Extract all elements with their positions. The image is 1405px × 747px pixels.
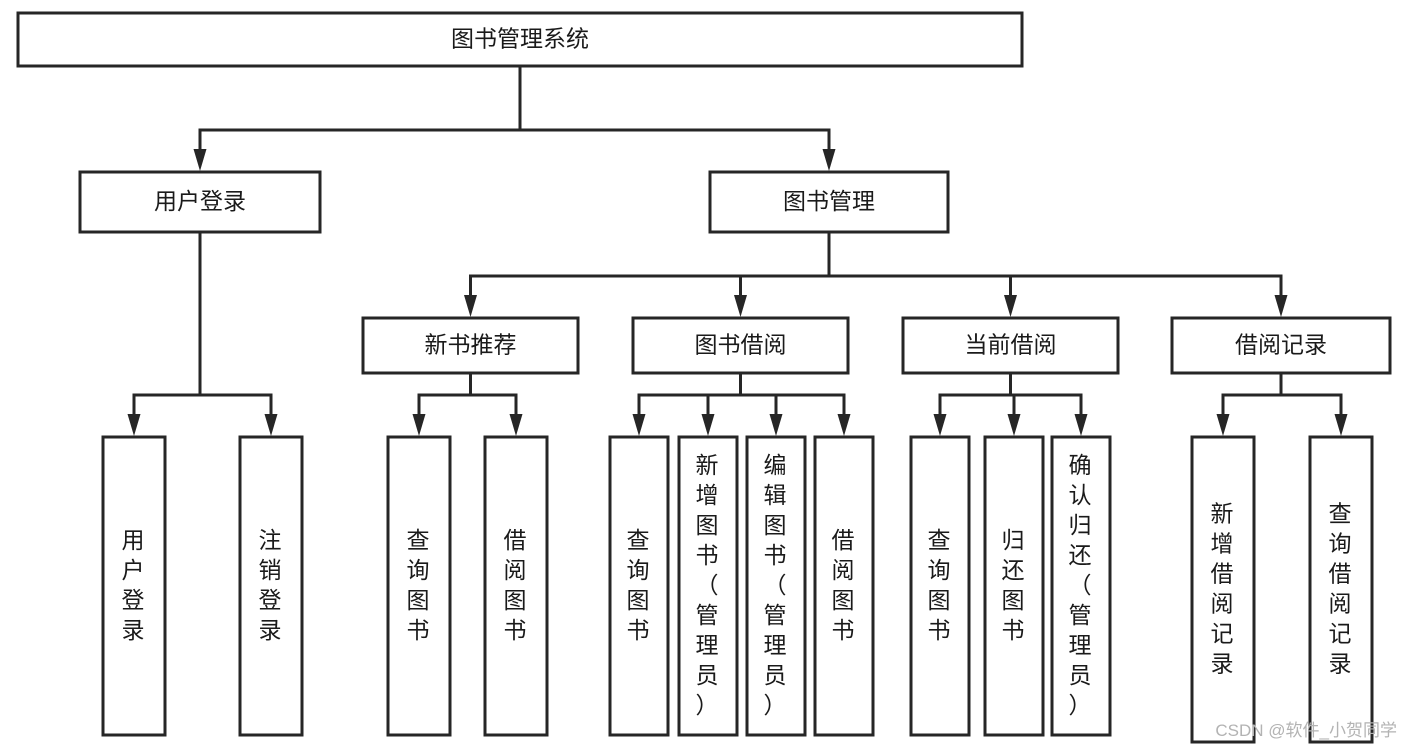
node-leaf-query-book-recommend[interactable]: 查询图书 <box>386 435 452 737</box>
arrow-head-icon <box>412 414 426 436</box>
node-leaf-return-book[interactable]: 归还图书 <box>983 435 1045 737</box>
node-label-book-manage: 图书管理 <box>783 188 875 214</box>
node-box-leaf-return-book <box>983 435 1045 737</box>
node-box-leaf-logout <box>238 435 304 737</box>
arrow-head-icon <box>193 149 207 171</box>
node-layer: 图书管理系统用户登录图书管理新书推荐图书借阅当前借阅借阅记录用户登录注销登录查询… <box>16 11 1392 744</box>
arrow-head-icon <box>1074 414 1088 436</box>
node-current-borrow[interactable]: 当前借阅 <box>901 316 1120 375</box>
node-root[interactable]: 图书管理系统 <box>16 11 1024 68</box>
node-book-manage[interactable]: 图书管理 <box>708 170 950 234</box>
node-book-borrow[interactable]: 图书借阅 <box>631 316 850 375</box>
node-box-user-login <box>78 170 322 234</box>
arrow-head-icon <box>464 295 477 317</box>
node-label-user-login: 用户登录 <box>154 188 246 214</box>
arrow-head-icon <box>734 295 747 317</box>
arrow-head-icon <box>701 414 715 436</box>
node-label-leaf-borrow-book: 借阅图书 <box>832 527 857 643</box>
node-label-leaf-confirm-return: 确认归还（管理员） <box>1069 452 1094 718</box>
connector-group-root <box>193 64 836 171</box>
node-label-leaf-user-login: 用户登录 <box>122 527 147 643</box>
arrow-head-icon <box>837 414 851 436</box>
arrow-head-icon <box>822 149 836 171</box>
node-label-borrow-record: 借阅记录 <box>1235 332 1327 358</box>
node-box-leaf-confirm-return <box>1050 435 1112 737</box>
connector-group-borrow-record <box>1216 371 1348 436</box>
node-leaf-query-borrow-record[interactable]: 查询借阅记录 <box>1308 435 1374 744</box>
node-label-leaf-borrow-book-recommend: 借阅图书 <box>504 527 529 643</box>
node-box-leaf-borrow-book-recommend <box>483 435 549 737</box>
node-label-leaf-query-borrow-record: 查询借阅记录 <box>1329 501 1354 677</box>
arrow-head-icon <box>1007 414 1021 436</box>
arrow-head-icon <box>933 414 947 436</box>
node-box-leaf-edit-book <box>745 435 807 737</box>
node-label-current-borrow: 当前借阅 <box>965 332 1057 358</box>
node-label-new-book-recommend: 新书推荐 <box>425 332 517 358</box>
node-label-leaf-add-borrow-record: 新增借阅记录 <box>1211 501 1236 677</box>
node-label-leaf-query-book-current: 查询图书 <box>928 527 953 643</box>
arrow-head-icon <box>1334 414 1348 436</box>
node-box-leaf-user-login <box>101 435 167 737</box>
node-leaf-logout[interactable]: 注销登录 <box>238 435 304 737</box>
node-new-book-recommend[interactable]: 新书推荐 <box>361 316 580 375</box>
node-label-leaf-query-book-recommend: 查询图书 <box>407 527 432 643</box>
arrow-head-icon <box>509 414 523 436</box>
node-label-leaf-query-book-borrow: 查询图书 <box>627 527 652 643</box>
node-label-leaf-return-book: 归还图书 <box>1002 527 1027 643</box>
node-box-leaf-query-borrow-record <box>1308 435 1374 744</box>
node-leaf-query-book-current[interactable]: 查询图书 <box>909 435 971 737</box>
connector-layer <box>127 64 1348 436</box>
node-leaf-confirm-return[interactable]: 确认归还（管理员） <box>1050 435 1112 737</box>
arrow-head-icon <box>1004 295 1017 317</box>
connector-group-current-borrow <box>933 371 1088 436</box>
node-label-leaf-edit-book: 编辑图书（管理员） <box>764 452 789 718</box>
node-box-current-borrow <box>901 316 1120 375</box>
arrow-head-icon <box>1274 295 1288 317</box>
connector-group-book-borrow <box>632 371 851 436</box>
arrow-head-icon <box>1216 414 1230 436</box>
arrow-head-icon <box>769 414 783 436</box>
connector-group-new-book-recommend <box>412 371 523 436</box>
node-user-login[interactable]: 用户登录 <box>78 170 322 234</box>
node-leaf-borrow-book[interactable]: 借阅图书 <box>813 435 875 737</box>
node-leaf-borrow-book-recommend[interactable]: 借阅图书 <box>483 435 549 737</box>
node-box-leaf-query-book-current <box>909 435 971 737</box>
connector-group-user-login <box>127 230 278 436</box>
node-box-book-manage <box>708 170 950 234</box>
node-label-root: 图书管理系统 <box>451 26 589 52</box>
node-box-leaf-borrow-book <box>813 435 875 737</box>
node-box-new-book-recommend <box>361 316 580 375</box>
node-leaf-add-borrow-record[interactable]: 新增借阅记录 <box>1190 435 1256 744</box>
node-box-book-borrow <box>631 316 850 375</box>
node-box-borrow-record <box>1170 316 1392 375</box>
node-box-leaf-add-book <box>677 435 739 737</box>
node-box-root <box>16 11 1024 68</box>
arrow-head-icon <box>632 414 646 436</box>
node-borrow-record[interactable]: 借阅记录 <box>1170 316 1392 375</box>
node-box-leaf-add-borrow-record <box>1190 435 1256 744</box>
node-leaf-edit-book[interactable]: 编辑图书（管理员） <box>745 435 807 737</box>
node-leaf-add-book[interactable]: 新增图书（管理员） <box>677 435 739 737</box>
node-label-leaf-add-book: 新增图书（管理员） <box>696 452 721 718</box>
arrow-head-icon <box>264 414 278 436</box>
node-box-leaf-query-book-recommend <box>386 435 452 737</box>
node-box-leaf-query-book-borrow <box>608 435 670 737</box>
connector-group-book-manage <box>464 230 1288 317</box>
node-leaf-query-book-borrow[interactable]: 查询图书 <box>608 435 670 737</box>
node-leaf-user-login[interactable]: 用户登录 <box>101 435 167 737</box>
node-label-leaf-logout: 注销登录 <box>259 527 284 643</box>
arrow-head-icon <box>127 414 141 436</box>
node-label-book-borrow: 图书借阅 <box>695 332 787 358</box>
